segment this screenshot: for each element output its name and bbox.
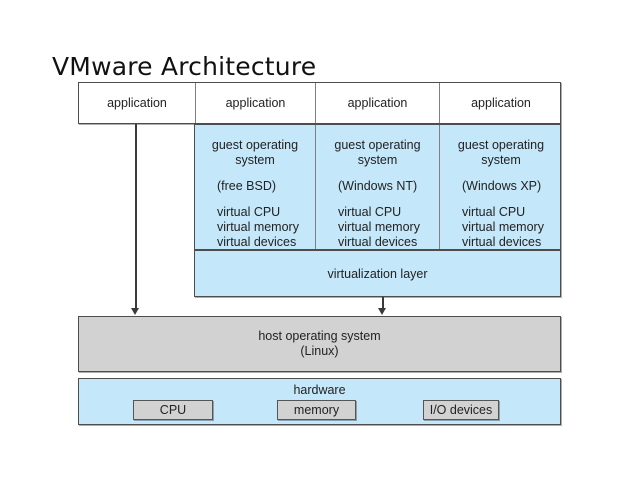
application-cell-2: application xyxy=(195,83,315,123)
application-row: application application application appl… xyxy=(78,82,561,124)
guest-os-title-line2: system xyxy=(481,153,521,167)
hardware-component-label: I/O devices xyxy=(429,403,493,417)
guest-os-flavor: (free BSD) xyxy=(217,179,277,193)
guest-os-title: guest operating system xyxy=(195,138,315,168)
application-cell-1: application xyxy=(79,83,195,123)
guest-os-cell-windows-nt: guest operating system (Windows NT) virt… xyxy=(315,125,439,249)
guest-os-title: guest operating system xyxy=(440,138,562,168)
hardware-component-io-devices: I/O devices xyxy=(423,400,499,420)
virtual-cpu-label: virtual CPU xyxy=(338,205,402,219)
application-cell-3: application xyxy=(315,83,439,123)
virtual-memory-label: virtual memory xyxy=(217,220,299,234)
hardware-component-cpu: CPU xyxy=(133,400,213,420)
guest-os-title-line1: guest operating xyxy=(457,138,545,152)
virtual-cpu-label: virtual CPU xyxy=(462,205,526,219)
application-cell-4: application xyxy=(439,83,562,123)
host-os-box: host operating system (Linux) xyxy=(78,316,561,372)
virtual-cpu-label: virtual CPU xyxy=(217,205,281,219)
guest-os-title-line2: system xyxy=(357,153,398,167)
page-title: VMware Architecture xyxy=(52,52,317,81)
arrow-application-to-host-os-head-icon xyxy=(131,308,139,315)
hardware-box: hardware CPU memory I/O devices xyxy=(78,378,561,425)
arrow-virtualization-to-host-os-head-icon xyxy=(378,308,386,315)
arrow-application-to-host-os-line xyxy=(135,124,137,309)
hardware-component-label: CPU xyxy=(159,403,187,417)
guest-os-virtual-resources: virtual CPU virtual memory virtual devic… xyxy=(440,205,562,250)
guest-os-cell-windows-xp: guest operating system (Windows XP) virt… xyxy=(439,125,562,249)
hardware-component-label: memory xyxy=(293,403,340,417)
application-label: application xyxy=(225,96,286,110)
guest-os-virtual-resources: virtual CPU virtual memory virtual devic… xyxy=(316,205,439,250)
guest-os-virtual-resources: virtual CPU virtual memory virtual devic… xyxy=(195,205,315,250)
host-os-flavor: (Linux) xyxy=(300,344,339,358)
guest-os-title-line1: guest operating xyxy=(211,138,299,152)
virtualization-layer-label: virtualization layer xyxy=(327,266,428,281)
guest-os-title-line2: system xyxy=(235,153,275,167)
virtualization-layer-box: virtualization layer xyxy=(194,250,561,297)
guest-os-flavor: (Windows NT) xyxy=(338,179,418,193)
virtual-memory-label: virtual memory xyxy=(338,220,420,234)
host-os-label: host operating system xyxy=(258,329,381,343)
guest-os-cell-freebsd: guest operating system (free BSD) virtua… xyxy=(195,125,315,249)
virtual-memory-label: virtual memory xyxy=(462,220,544,234)
application-label: application xyxy=(471,96,531,110)
hardware-component-memory: memory xyxy=(277,400,356,420)
guest-os-title-line1: guest operating xyxy=(334,138,421,152)
guest-os-title: guest operating system xyxy=(316,138,439,168)
application-label: application xyxy=(347,96,408,110)
guest-os-row: guest operating system (free BSD) virtua… xyxy=(194,124,561,250)
application-label: application xyxy=(107,96,167,110)
guest-os-flavor: (Windows XP) xyxy=(462,179,542,193)
virtual-devices-label: virtual devices xyxy=(338,235,418,249)
hardware-label: hardware xyxy=(293,383,346,397)
arrow-virtualization-to-host-os-line xyxy=(382,297,384,309)
virtual-devices-label: virtual devices xyxy=(462,235,542,249)
virtual-devices-label: virtual devices xyxy=(217,235,297,249)
